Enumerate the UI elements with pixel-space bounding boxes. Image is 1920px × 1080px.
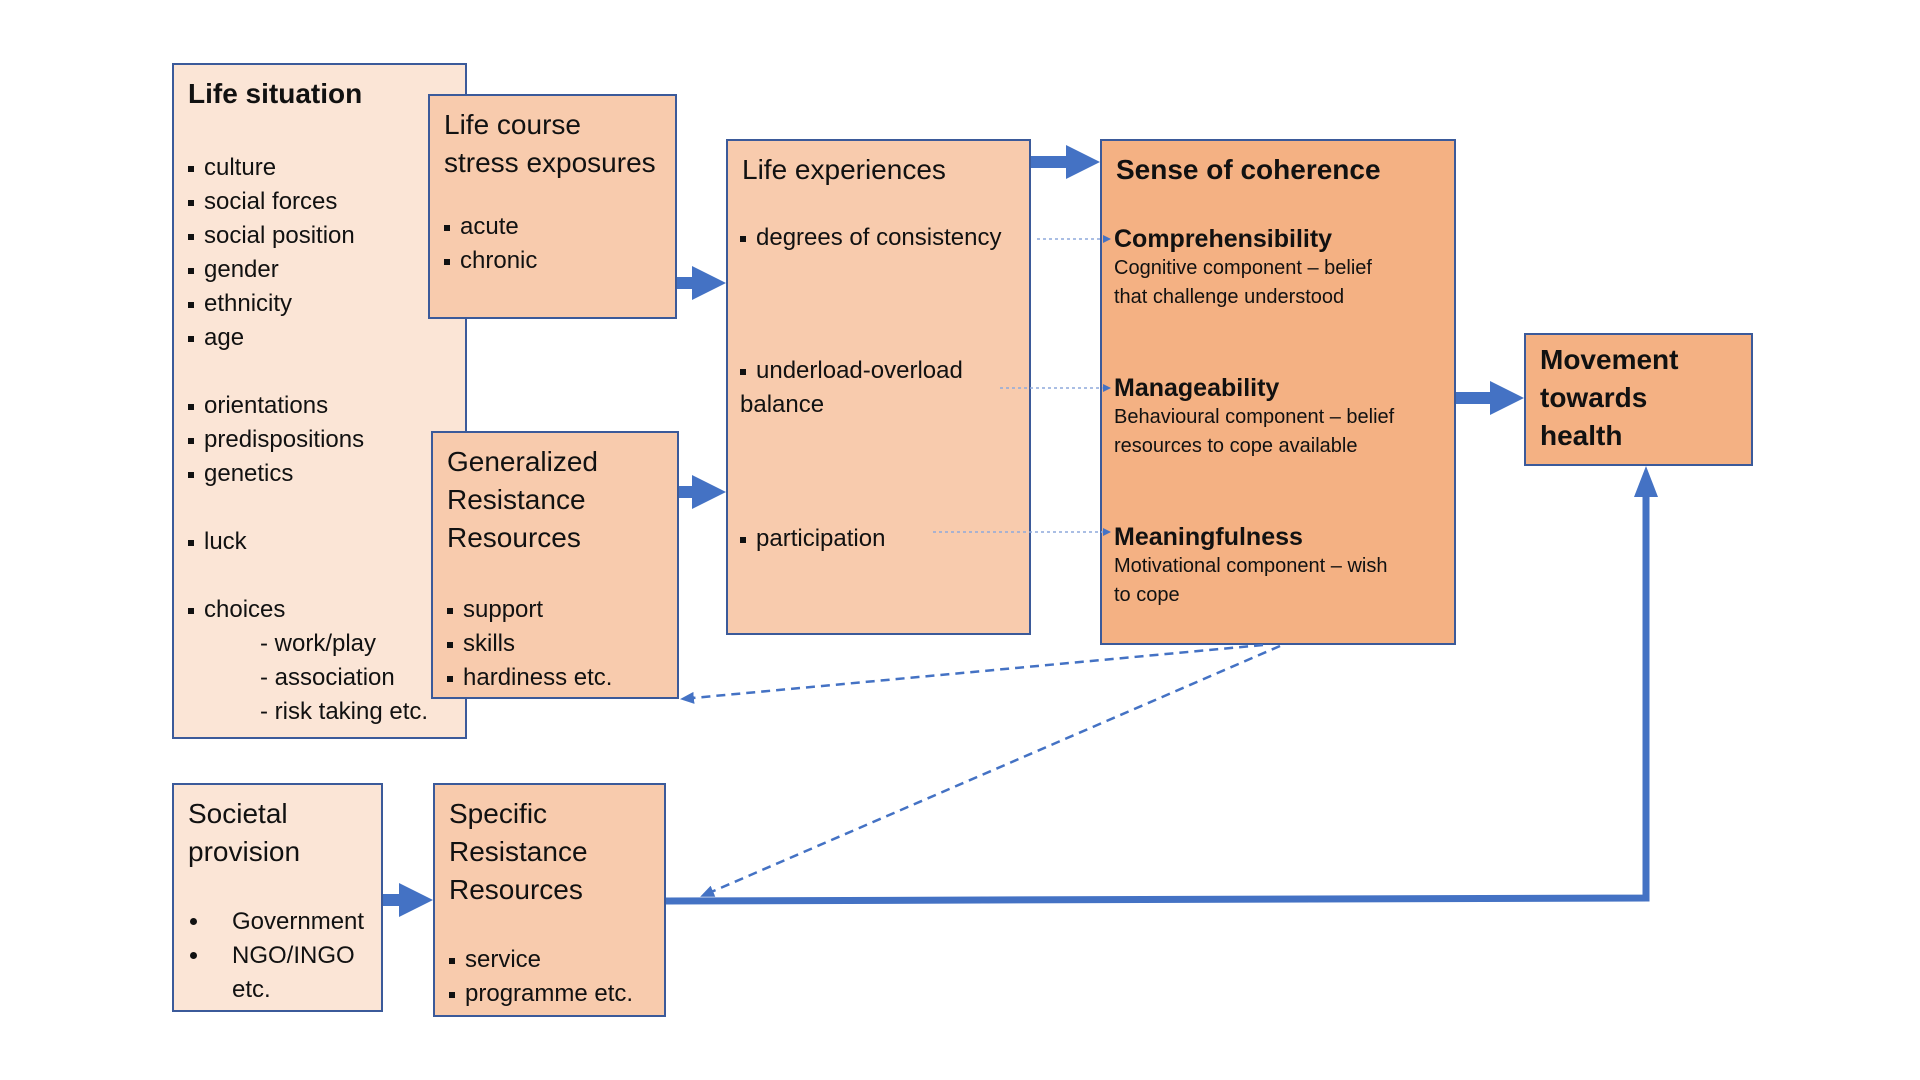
list-item: social position [188, 219, 451, 253]
life-course-box: Life course stress exposures acute chron… [428, 94, 677, 319]
list-item: skills [447, 627, 663, 661]
soc-component-desc: Motivational component – wish [1114, 555, 1388, 577]
list-item-cont: etc. [232, 976, 271, 1003]
soc-component-desc: Behavioural component – belief [1114, 406, 1395, 428]
list-subitem: - work/play [260, 630, 377, 657]
grr-list: support skills hardiness etc. [447, 593, 663, 695]
life-situation-list: culture social forces social position ge… [188, 151, 451, 729]
list-item: service [449, 943, 650, 977]
list-item: predispositions [188, 423, 451, 457]
life-experience-item: degrees of consistency [740, 221, 1019, 255]
life-experience-label: degrees of consistency [756, 224, 1002, 251]
srr-list: service programme etc. [449, 943, 650, 1011]
societal-title-line2: provision [188, 836, 301, 867]
life-experience-item: participation [740, 522, 1019, 556]
soc-component-desc: resources to cope available [1114, 435, 1358, 457]
soc-title: Sense of coherence [1116, 154, 1381, 185]
list-subitem: - risk taking etc. [260, 698, 429, 725]
list-item: gender [188, 253, 451, 287]
movement-box: Movement towards health [1524, 333, 1753, 466]
list-item: hardiness etc. [447, 661, 663, 695]
soc-component: Manageability Behavioural component – be… [1114, 373, 1444, 461]
life-experience-label: underload-overload [756, 357, 963, 384]
list-item: orientations [188, 389, 451, 423]
life-situation-title: Life situation [188, 78, 363, 109]
list-item: ethnicity [188, 287, 451, 321]
life-experience-label-cont: balance [740, 391, 825, 418]
srr-title-line3: Resources [449, 874, 583, 905]
life-experiences-box: Life experiences degrees of consistency … [726, 139, 1031, 635]
societal-provision-box: Societal provision Government NGO/INGO e… [172, 783, 383, 1012]
list-item: programme etc. [449, 977, 650, 1011]
life-experience-label: participation [756, 525, 886, 552]
movement-line1: Movement [1540, 344, 1679, 375]
life-situation-box: Life situation culture social forces soc… [172, 63, 467, 739]
grr-box: Generalized Resistance Resources support… [431, 431, 679, 699]
soc-component-desc: Cognitive component – belief [1114, 257, 1372, 279]
life-course-title-line2: stress exposures [444, 147, 656, 178]
grr-title-line2: Resistance [447, 484, 586, 515]
list-item: NGO/INGO [188, 939, 367, 973]
list-item: chronic [444, 244, 661, 278]
soc-component-name: Meaningfulness [1114, 523, 1303, 551]
list-item: genetics [188, 457, 451, 491]
grr-title-line1: Generalized [447, 446, 598, 477]
soc-component-name: Manageability [1114, 374, 1280, 402]
soc-component-desc: to cope [1114, 584, 1180, 606]
societal-list: Government NGO/INGO etc. [188, 905, 367, 1007]
list-item: culture [188, 151, 451, 185]
movement-line3: health [1540, 420, 1623, 451]
life-course-title-line1: Life course [444, 109, 581, 140]
societal-title-line1: Societal [188, 798, 288, 829]
life-experience-item: underload-overload balance [740, 354, 1019, 422]
list-item: luck [188, 525, 451, 559]
srr-box: Specific Resistance Resources service pr… [433, 783, 666, 1017]
list-item: choices [188, 593, 451, 627]
list-item: Government [188, 905, 367, 939]
movement-line2: towards [1540, 382, 1648, 413]
soc-component-name: Comprehensibility [1114, 225, 1333, 253]
list-item: acute [444, 210, 661, 244]
list-item: support [447, 593, 663, 627]
srr-title-line2: Resistance [449, 836, 588, 867]
srr-title-line1: Specific [449, 798, 548, 829]
grr-title-line3: Resources [447, 522, 581, 553]
soc-box: Sense of coherence Comprehensibility Cog… [1100, 139, 1456, 645]
life-experiences-title: Life experiences [742, 154, 946, 185]
list-item: age [188, 321, 451, 355]
soc-component: Meaningfulness Motivational component – … [1114, 522, 1444, 610]
list-subitem: - association [260, 664, 395, 691]
life-course-list: acute chronic [444, 210, 661, 278]
list-item: social forces [188, 185, 451, 219]
soc-component: Comprehensibility Cognitive component – … [1114, 224, 1444, 312]
soc-component-desc: that challenge understood [1114, 286, 1345, 308]
